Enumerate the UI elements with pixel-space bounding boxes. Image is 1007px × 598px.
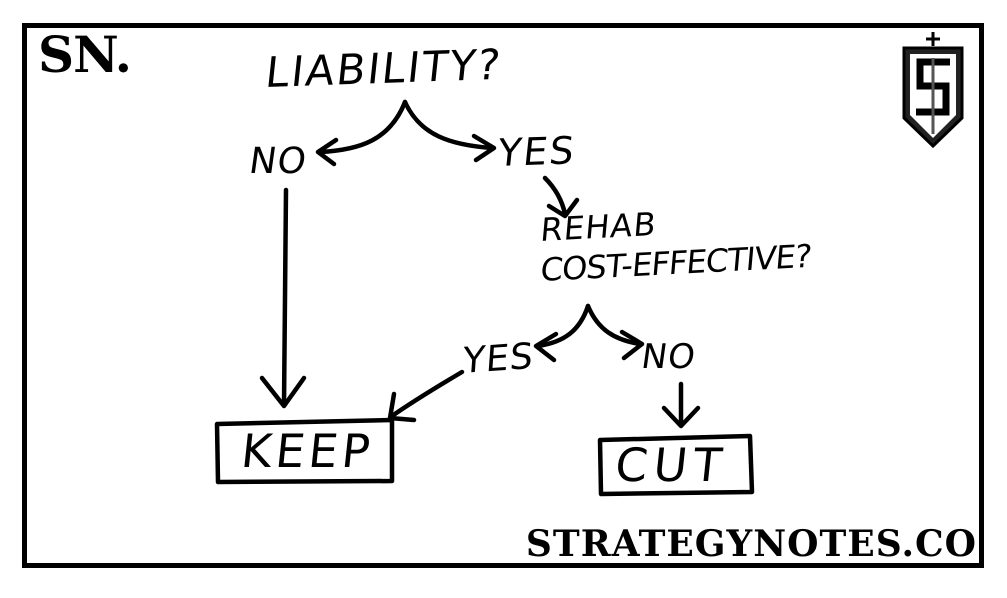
keep-box — [214, 417, 395, 485]
question-rehab-line1: REHAB — [538, 204, 659, 249]
diagram-frame — [22, 23, 984, 568]
branch-label-no: NO — [246, 141, 310, 182]
arrow-no-to-cut — [661, 381, 701, 429]
arrow-yes-to-keep — [387, 369, 465, 423]
arrow-q1-to-no — [315, 99, 408, 167]
branch-label-no-2: NO — [638, 337, 699, 377]
question-liability: LIABILITY? — [263, 39, 505, 97]
branch-label-yes: YES — [495, 128, 578, 175]
outcome-keep: KEEP — [238, 424, 377, 478]
brand-mark: SN. — [38, 25, 132, 84]
site-url: STRATEGYNOTES.CO — [525, 523, 977, 565]
cut-box — [597, 433, 755, 497]
sn-shield-logo-icon — [902, 32, 964, 149]
arrow-q1-to-yes — [402, 99, 497, 163]
outcome-cut: CUT — [612, 438, 731, 492]
arrow-q2-to-yes — [533, 303, 591, 363]
arrow-q2-to-no — [585, 303, 645, 361]
arrow-yes-to-rehab — [542, 175, 580, 219]
branch-label-yes-2: YES — [461, 336, 536, 382]
arrow-no-to-keep — [259, 187, 307, 409]
